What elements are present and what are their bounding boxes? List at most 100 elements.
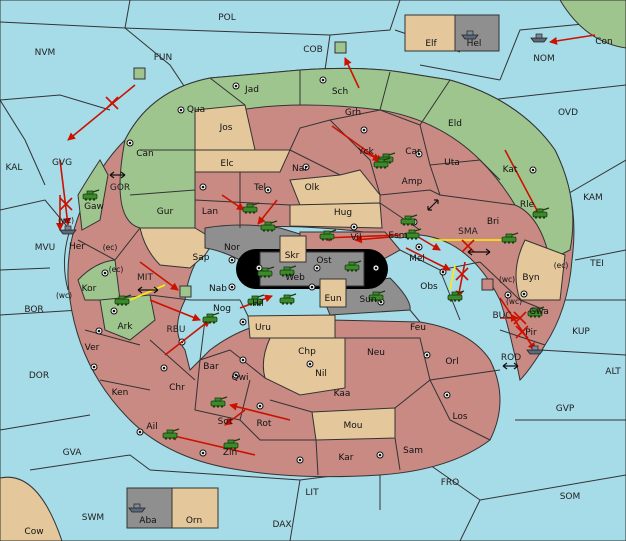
territory-kor[interactable]: [77, 259, 121, 301]
land-label-nar: Nar: [292, 164, 308, 174]
sea-label-pol: POL: [218, 13, 236, 23]
land-label-nog: Nog: [213, 304, 231, 314]
failed-order-marks: [59, 96, 529, 339]
territory-chp[interactable]: [262, 337, 346, 396]
coast-label-ec2: (ec): [109, 265, 124, 274]
land-label-olk: Olk: [305, 183, 321, 193]
land-label-sap: Sap: [193, 253, 210, 263]
land-label-neu: Neu: [367, 348, 385, 358]
coast-label-wc1: (wc): [58, 216, 74, 225]
land-label-chp: Chp: [298, 347, 316, 357]
coast-labels: (wc) (ec) (ec) (wc) (wc) (ec) (wc): [56, 216, 568, 306]
land-label-los: Los: [452, 412, 467, 422]
land-label-gwa: Gwa: [529, 307, 549, 317]
land-label-jad: Jad: [244, 85, 259, 95]
land-label-mou: Mou: [344, 421, 363, 431]
sea-label-swm: SWM: [82, 513, 104, 523]
land-label-zin: Zin: [223, 448, 237, 458]
sea-label-gvp: GVP: [556, 404, 575, 414]
sea-label-nvm: NVM: [35, 48, 56, 58]
land-label-grh: Grh: [345, 108, 361, 118]
territory-byn[interactable]: [515, 239, 566, 301]
double-arrows: [109, 171, 519, 370]
land-label-sam: Sam: [403, 446, 423, 456]
land-label-hil: Hil: [252, 299, 264, 309]
land-label-kat: Kat: [503, 165, 518, 175]
land-label-orl: Orl: [445, 357, 458, 367]
land-label-mel: Mel: [409, 254, 425, 264]
land-label-nab: Nab: [209, 284, 227, 294]
land-label-ail: Ail: [146, 422, 157, 432]
sea-label-dax: DAX: [272, 520, 291, 530]
land-label-ost: Ost: [316, 256, 332, 266]
sea-label-kam: KAM: [583, 193, 603, 203]
territory-eun[interactable]: [319, 278, 347, 308]
land-label-elc: Elc: [220, 159, 233, 169]
coast-label-wc3: (wc): [499, 275, 515, 284]
support-lines: [129, 239, 505, 301]
land-label-car: Car: [405, 147, 421, 157]
territory-elc[interactable]: [194, 149, 291, 173]
sea-label-rod: ROD: [501, 353, 521, 363]
land-label-esm: Esm: [388, 231, 407, 241]
sea-label-ovd: OVD: [558, 108, 578, 118]
land-label-con: Con: [595, 37, 613, 47]
land-label-uru: Uru: [255, 323, 271, 333]
land-label-amp: Amp: [402, 177, 423, 187]
land-label-nil: Nil: [315, 369, 327, 379]
territory-hug[interactable]: [289, 202, 383, 229]
territory-skr[interactable]: [279, 235, 307, 263]
land-label-kor: Kor: [82, 284, 97, 294]
land-label-sun: Sun: [359, 295, 376, 305]
sea-label-dor: DOR: [29, 371, 49, 381]
land-label-uta: Uta: [444, 158, 460, 168]
territory-borders: [77, 70, 546, 476]
sea-label-gor: GOR: [110, 183, 130, 193]
land-label-ver: Ver: [85, 343, 100, 353]
land-label-ken: Ken: [112, 388, 129, 398]
sea-label-som: SOM: [560, 492, 581, 502]
land-label-vil: Vil: [351, 233, 362, 243]
sea-label-buc: BUC: [492, 311, 511, 321]
sea-label-mvu: MVU: [35, 243, 56, 253]
sea-label-tei: TEI: [589, 259, 604, 269]
land-label-nor: Nor: [224, 243, 240, 253]
coast-label-wc2: (wc): [56, 291, 72, 300]
sea-label-bor: BOR: [24, 305, 43, 315]
land-label-obs: Obs: [420, 282, 438, 292]
land-label-rot: Rot: [257, 419, 272, 429]
land-label-rle: Rle: [520, 200, 535, 210]
coast-label-ec1: (ec): [103, 243, 118, 252]
land-label-web: Web: [285, 273, 305, 283]
coast-label-ec3: (ec): [554, 261, 569, 270]
sea-label-kup: KUP: [572, 327, 590, 337]
sea-label-kal: KAL: [6, 163, 23, 173]
territory-elf[interactable]: [404, 14, 456, 52]
land-label-her: Her: [69, 242, 85, 252]
land-label-qua: Qua: [187, 105, 205, 115]
coast-label-wc4: (wc): [506, 297, 522, 306]
land-label-cow: Cow: [24, 527, 43, 537]
sea-label-gva: GVA: [63, 448, 83, 458]
land-label-bar: Bar: [203, 362, 219, 372]
sea-label-fro: FRO: [441, 478, 460, 488]
sea-label-alt: ALT: [605, 367, 621, 377]
land-label-tel: Tel: [253, 183, 266, 193]
land-label-hel: Hel: [467, 39, 482, 49]
order-arrows: [56, 34, 596, 456]
land-label-eun: Eun: [324, 294, 341, 304]
land-label-gur: Gur: [157, 207, 174, 217]
territory-orn[interactable]: [171, 487, 219, 529]
land-label-bri: Bri: [487, 217, 499, 227]
land-label-jos: Jos: [219, 123, 233, 133]
land-label-skr: Skr: [285, 251, 300, 261]
territory-hel[interactable]: [454, 14, 500, 52]
land-label-kaa: Kaa: [334, 389, 351, 399]
land-label-elf: Elf: [425, 39, 437, 49]
sea-label-fun: FUN: [154, 53, 173, 63]
land-label-lan: Lan: [202, 207, 218, 217]
land-label-byn: Byn: [522, 273, 539, 283]
